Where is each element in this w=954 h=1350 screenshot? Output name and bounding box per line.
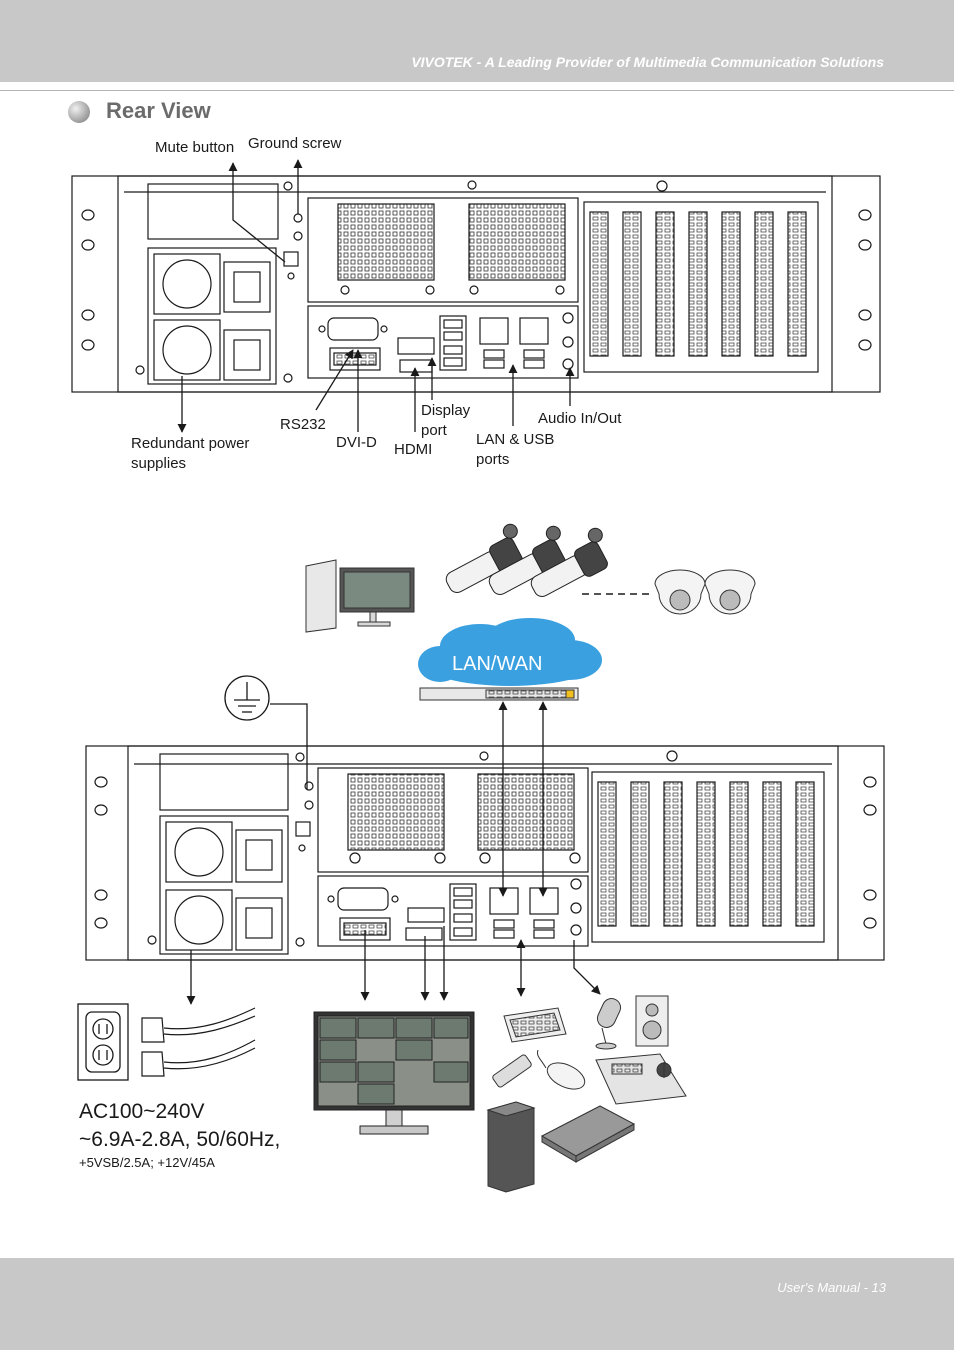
usb-drive-icon — [492, 1054, 532, 1088]
earth-ground-icon — [224, 675, 270, 721]
joystick-keyboard-icon — [595, 1053, 687, 1105]
dvi-d-label: DVI-D — [336, 434, 377, 451]
nvr-chassis-top — [71, 175, 881, 393]
power-spec-line2: ~6.9A-2.8A, 50/60Hz, — [79, 1128, 281, 1151]
power-spec-line1: AC100~240V — [79, 1100, 205, 1123]
microphone-icon — [595, 998, 622, 1050]
power-spec-line3: +5VSB/2.5A; +12V/45A — [79, 1155, 215, 1170]
psu-bay-top — [147, 247, 277, 385]
dome-camera-icons — [654, 569, 756, 615]
header-title: VIVOTEK - A Leading Provider of Multimed… — [411, 54, 884, 70]
external-hdd-icon — [540, 1105, 636, 1163]
bullet-camera-icons — [445, 523, 608, 597]
header-divider — [0, 90, 954, 91]
rs232-label: RS232 — [280, 416, 326, 433]
display-port-label-line2: port — [421, 422, 447, 439]
audio-label: Audio In/Out — [538, 410, 622, 427]
nas-storage-icon — [486, 1101, 536, 1193]
lan-wan-cloud — [418, 618, 602, 686]
power-cord-icons — [141, 1007, 256, 1077]
power-outlet-icon — [77, 1003, 129, 1081]
network-switch-icon — [419, 687, 579, 701]
psu-label-line1: Redundant power — [131, 435, 250, 452]
pc-workstation-icon — [305, 559, 415, 633]
mute-button-label: Mute button — [155, 139, 235, 156]
nvr-chassis-bottom — [85, 745, 885, 961]
keyboard-icon — [503, 1007, 567, 1043]
header-band — [0, 0, 954, 82]
mouse-icon — [537, 1049, 586, 1090]
cloud-label: LAN/WAN — [452, 653, 542, 675]
power-spec: AC100~240V ~6.9A-2.8A, 50/60Hz, — [79, 1098, 280, 1154]
ground-screw-label: Ground screw — [248, 135, 342, 152]
section-bullet-icon — [68, 101, 90, 123]
display-port-label-line1: Display — [421, 402, 471, 419]
lan-usb-label-line1: LAN & USB — [476, 431, 555, 448]
page-number: User's Manual - 13 — [777, 1280, 886, 1295]
speaker-icon — [635, 995, 669, 1047]
section-title: Rear View — [106, 98, 211, 123]
psu-label-line2: supplies — [131, 455, 187, 472]
hdmi-label: HDMI — [394, 441, 433, 458]
footer-band — [0, 1258, 954, 1350]
lan-usb-label-line2: ports — [476, 451, 510, 468]
display-monitor-icon — [313, 1011, 475, 1135]
